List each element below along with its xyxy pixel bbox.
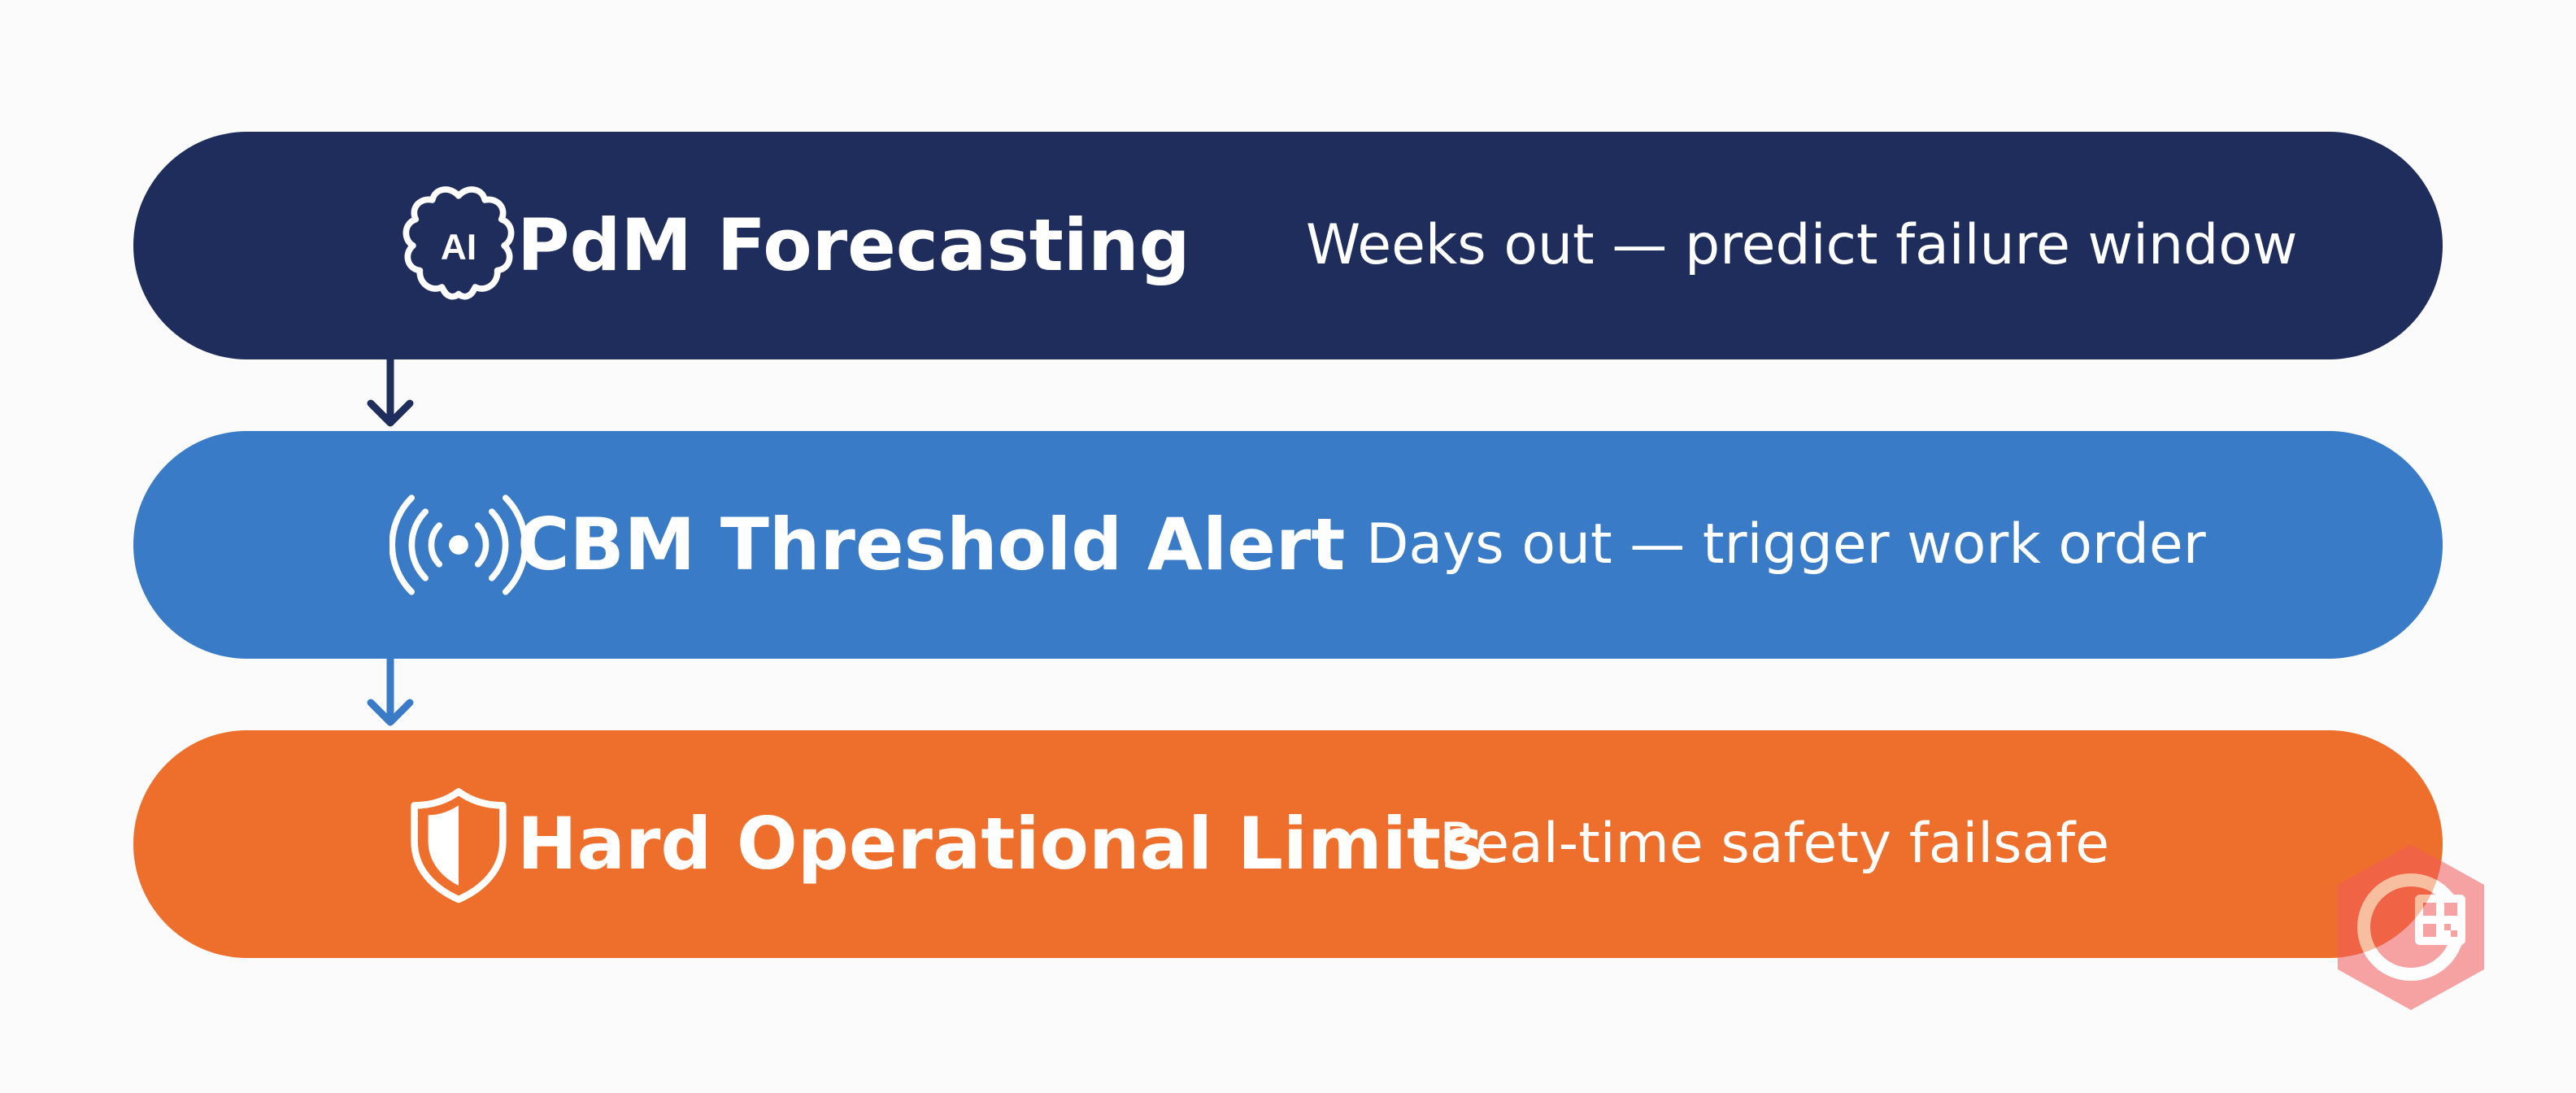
ai-brain-icon: AI	[389, 176, 528, 315]
tier-description: Real-time safety failsafe	[1439, 812, 2110, 876]
tier-description: Days out — trigger work order	[1366, 512, 2206, 577]
tier-hard-operational-limits: Hard Operational Limits Real-time safety…	[133, 730, 2443, 958]
arrow-down-icon	[350, 348, 431, 438]
broadcast-signal-icon	[389, 476, 528, 614]
tier-title: PdM Forecasting	[517, 203, 1190, 287]
tier-title: CBM Threshold Alert	[517, 503, 1346, 586]
tier-title: Hard Operational Limits	[517, 802, 1484, 886]
arrow-down-icon	[350, 647, 431, 737]
svg-text:AI: AI	[441, 228, 476, 268]
tier-cbm-threshold-alert: CBM Threshold Alert Days out — trigger w…	[133, 431, 2443, 659]
shield-icon	[389, 775, 528, 913]
watermark-logo-icon	[2326, 838, 2496, 1017]
tier-description: Weeks out — predict failure window	[1306, 213, 2298, 277]
tier-pdm-forecasting: AI PdM Forecasting Weeks out — predict f…	[133, 132, 2443, 359]
